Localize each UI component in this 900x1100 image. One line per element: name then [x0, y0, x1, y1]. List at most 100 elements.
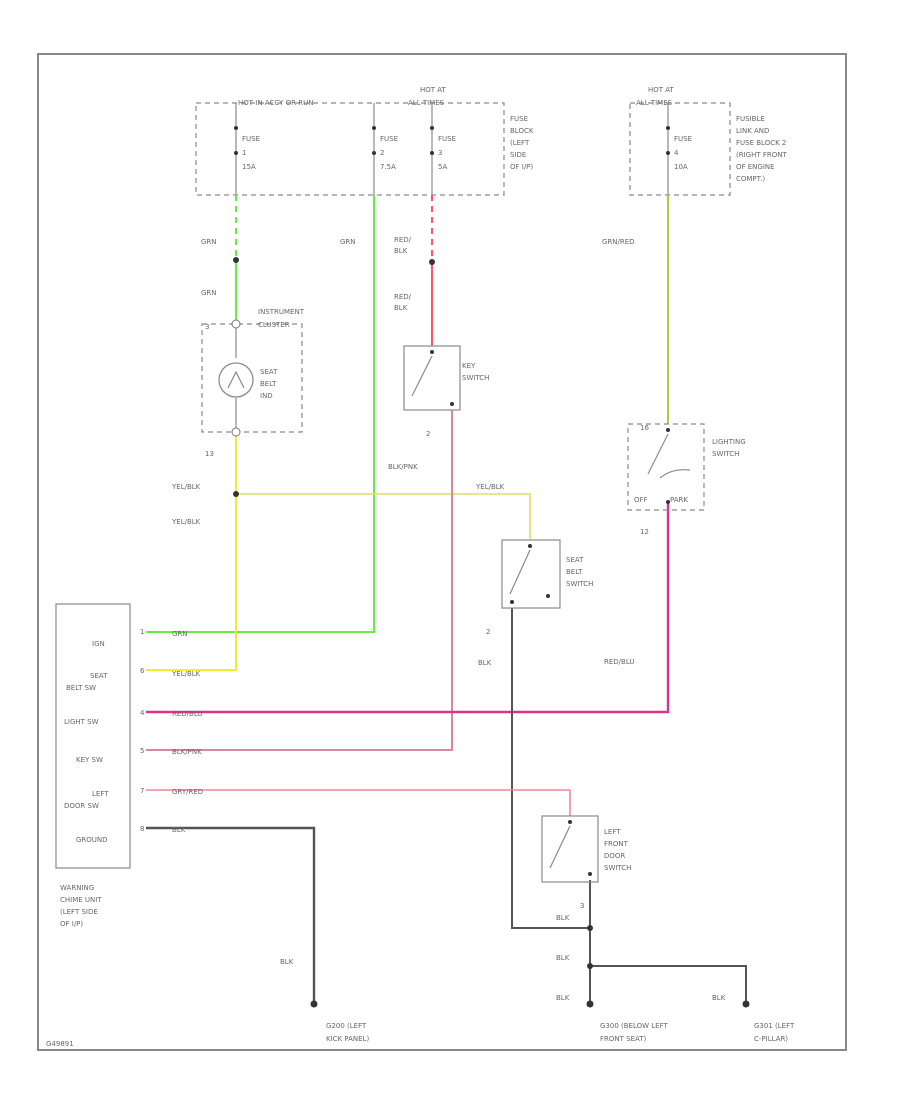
wire-label-blk-b: BLK — [280, 958, 294, 966]
fuse-block-label-1: FUSE — [510, 115, 528, 123]
wire-label-blk-a: BLK — [478, 659, 492, 667]
cluster-connector-bottom — [231, 427, 241, 437]
fuse-block-header-left: HOT IN ACCY OR RUN — [238, 99, 313, 107]
cluster-connector-top — [231, 319, 241, 329]
key-switch-outline — [403, 345, 461, 411]
splice-blk-2 — [587, 963, 593, 969]
chime-pin-seat-belt-1: SEAT — [90, 672, 108, 680]
door-switch-label-4: SWITCH — [604, 864, 631, 872]
fusible-link-label-3: FUSE BLOCK 2 — [736, 139, 786, 147]
wire-label-yel-blk-c: YEL/BLK — [475, 483, 505, 491]
key-switch: KEY SWITCH 2 — [403, 345, 489, 438]
wire-red-blu — [146, 502, 670, 714]
fusible-link-label-6: COMPT.) — [736, 175, 765, 183]
fuse-block-outline — [195, 102, 505, 196]
lighting-switch-outline — [627, 423, 705, 511]
fuse-2-rating: 7.5A — [380, 163, 396, 171]
fuse-1-name: FUSE — [242, 135, 260, 143]
chime-pin-num-4: 4 — [140, 709, 145, 717]
fuse-block: HOT IN ACCY OR RUN HOT AT ALL TIMES FUSE… — [195, 86, 534, 196]
door-switch-pin: 3 — [580, 902, 584, 910]
lighting-switch-label-1: LIGHTING — [712, 438, 746, 446]
seat-belt-switch-outline — [501, 539, 561, 609]
seat-belt-switch-contact-icon — [509, 549, 531, 595]
diagram-frame — [37, 53, 847, 1051]
chime-pin-light-sw: LIGHT SW — [64, 718, 99, 726]
lighting-switch-pin-bottom: 12 — [640, 528, 649, 536]
lighting-switch: 16 OFF PARK 12 LIGHTING SWITCH — [627, 423, 746, 536]
wire-label-red-blu: RED/BLU — [604, 658, 635, 666]
wire-label-grn-a: GRN — [201, 238, 217, 246]
seat-belt-switch-label-2: BELT — [566, 568, 583, 576]
seat-belt-switch: SEAT BELT SWITCH 2 — [486, 539, 593, 636]
fuse-block-label-5: OF I/P) — [510, 163, 533, 171]
chime-pin-ground: GROUND — [76, 836, 108, 844]
ground-g200-label-2: KICK PANEL) — [326, 1035, 369, 1043]
chime-wire-blk-pnk: BLK/PNK — [172, 748, 202, 756]
chime-pin-door-1: LEFT — [92, 790, 109, 798]
wire-label-blk-e: BLK — [556, 994, 570, 1002]
figure-id: G49891 — [46, 1040, 74, 1048]
chime-wire-yel-blk: YEL/BLK — [171, 670, 201, 678]
chime-pin-key-sw: KEY SW — [76, 756, 103, 764]
fusible-link-outline — [629, 102, 731, 196]
fusible-link-header-1: HOT AT — [648, 86, 675, 94]
chime-pin-seat-belt-2: BELT SW — [66, 684, 96, 692]
seat-belt-ind-label-2: BELT — [260, 380, 277, 388]
left-front-door-switch: LEFT FRONT DOOR SWITCH 3 — [541, 815, 631, 910]
wire-label-yel-blk-a: YEL/BLK — [171, 483, 201, 491]
instrument-cluster-pin-top: 3 — [205, 323, 209, 331]
fusible-link-block: HOT AT ALL TIMES FUSE 4 10A FUSIBLE LINK… — [629, 86, 787, 196]
wire-label-grn-c: GRN — [340, 238, 356, 246]
ground-g200-label-1: G200 (LEFT — [326, 1022, 367, 1030]
door-switch-label-3: DOOR — [604, 852, 625, 860]
key-switch-label-2: SWITCH — [462, 374, 489, 382]
wire-label-red-blk-a: RED/BLK — [394, 236, 412, 255]
seat-belt-switch-label-1: SEAT — [566, 556, 584, 564]
wire-label-grn-red: GRN/RED — [602, 238, 635, 246]
chime-unit-outline — [55, 603, 131, 869]
fusible-link-label-2: LINK AND — [736, 127, 769, 135]
fuse-4-name: FUSE — [674, 135, 692, 143]
lighting-switch-park: PARK — [670, 496, 688, 504]
ground-g200-terminal — [310, 1000, 318, 1008]
wire-yel-blk-seatbelt — [236, 493, 531, 540]
wire-grn-ign — [146, 195, 375, 633]
chime-pin-num-6: 6 — [140, 667, 145, 675]
chime-pin-num-7: 7 — [140, 787, 144, 795]
fuse-3: FUSE 3 5A — [430, 103, 456, 195]
chime-pin-num-1: 1 — [140, 628, 144, 636]
fuse-block-label-4: SIDE — [510, 151, 526, 159]
wire-label-grn-b: GRN — [201, 289, 217, 297]
key-switch-contact-icon — [411, 355, 433, 397]
fuse-2: FUSE 2 7.5A — [372, 103, 398, 195]
fusible-link-label-1: FUSIBLE — [736, 115, 765, 123]
chime-pin-num-8: 8 — [140, 825, 144, 833]
chime-unit-name-1: WARNING — [60, 884, 94, 892]
fuse-block-header-right-1: HOT AT — [420, 86, 447, 94]
lighting-switch-off: OFF — [634, 496, 648, 504]
door-switch-label-1: LEFT — [604, 828, 621, 836]
seat-belt-switch-pin: 2 — [486, 628, 490, 636]
chime-wire-grn: GRN — [172, 630, 188, 638]
lighting-switch-contact-icon — [647, 433, 669, 475]
instrument-cluster-outline — [201, 323, 303, 433]
key-switch-label-1: KEY — [462, 362, 476, 370]
wire-blk-ground — [146, 826, 316, 1004]
door-switch-label-2: FRONT — [604, 840, 629, 848]
fuse-2-number: 2 — [380, 149, 384, 157]
door-switch-outline — [541, 815, 599, 883]
seat-belt-ind-label-3: IND — [260, 392, 273, 400]
ground-g300-terminal — [586, 1000, 594, 1008]
lighting-switch-park-icon — [659, 469, 691, 479]
warning-chime-unit: IGN SEAT BELT SW LIGHT SW KEY SW LEFT DO… — [55, 603, 203, 928]
wire-label-blk-c: BLK — [556, 914, 570, 922]
fusible-link-label-4: (RIGHT FRONT — [736, 151, 787, 159]
fuse-4-rating: 10A — [674, 163, 688, 171]
ground-g301-label-1: G301 (LEFT — [754, 1022, 795, 1030]
fuse-block-header-right-2: ALL TIMES — [408, 99, 445, 107]
fusible-link-header-2: ALL TIMES — [636, 99, 673, 107]
fuse-3-rating: 5A — [438, 163, 447, 171]
lighting-switch-pin-top: 16 — [640, 424, 649, 432]
